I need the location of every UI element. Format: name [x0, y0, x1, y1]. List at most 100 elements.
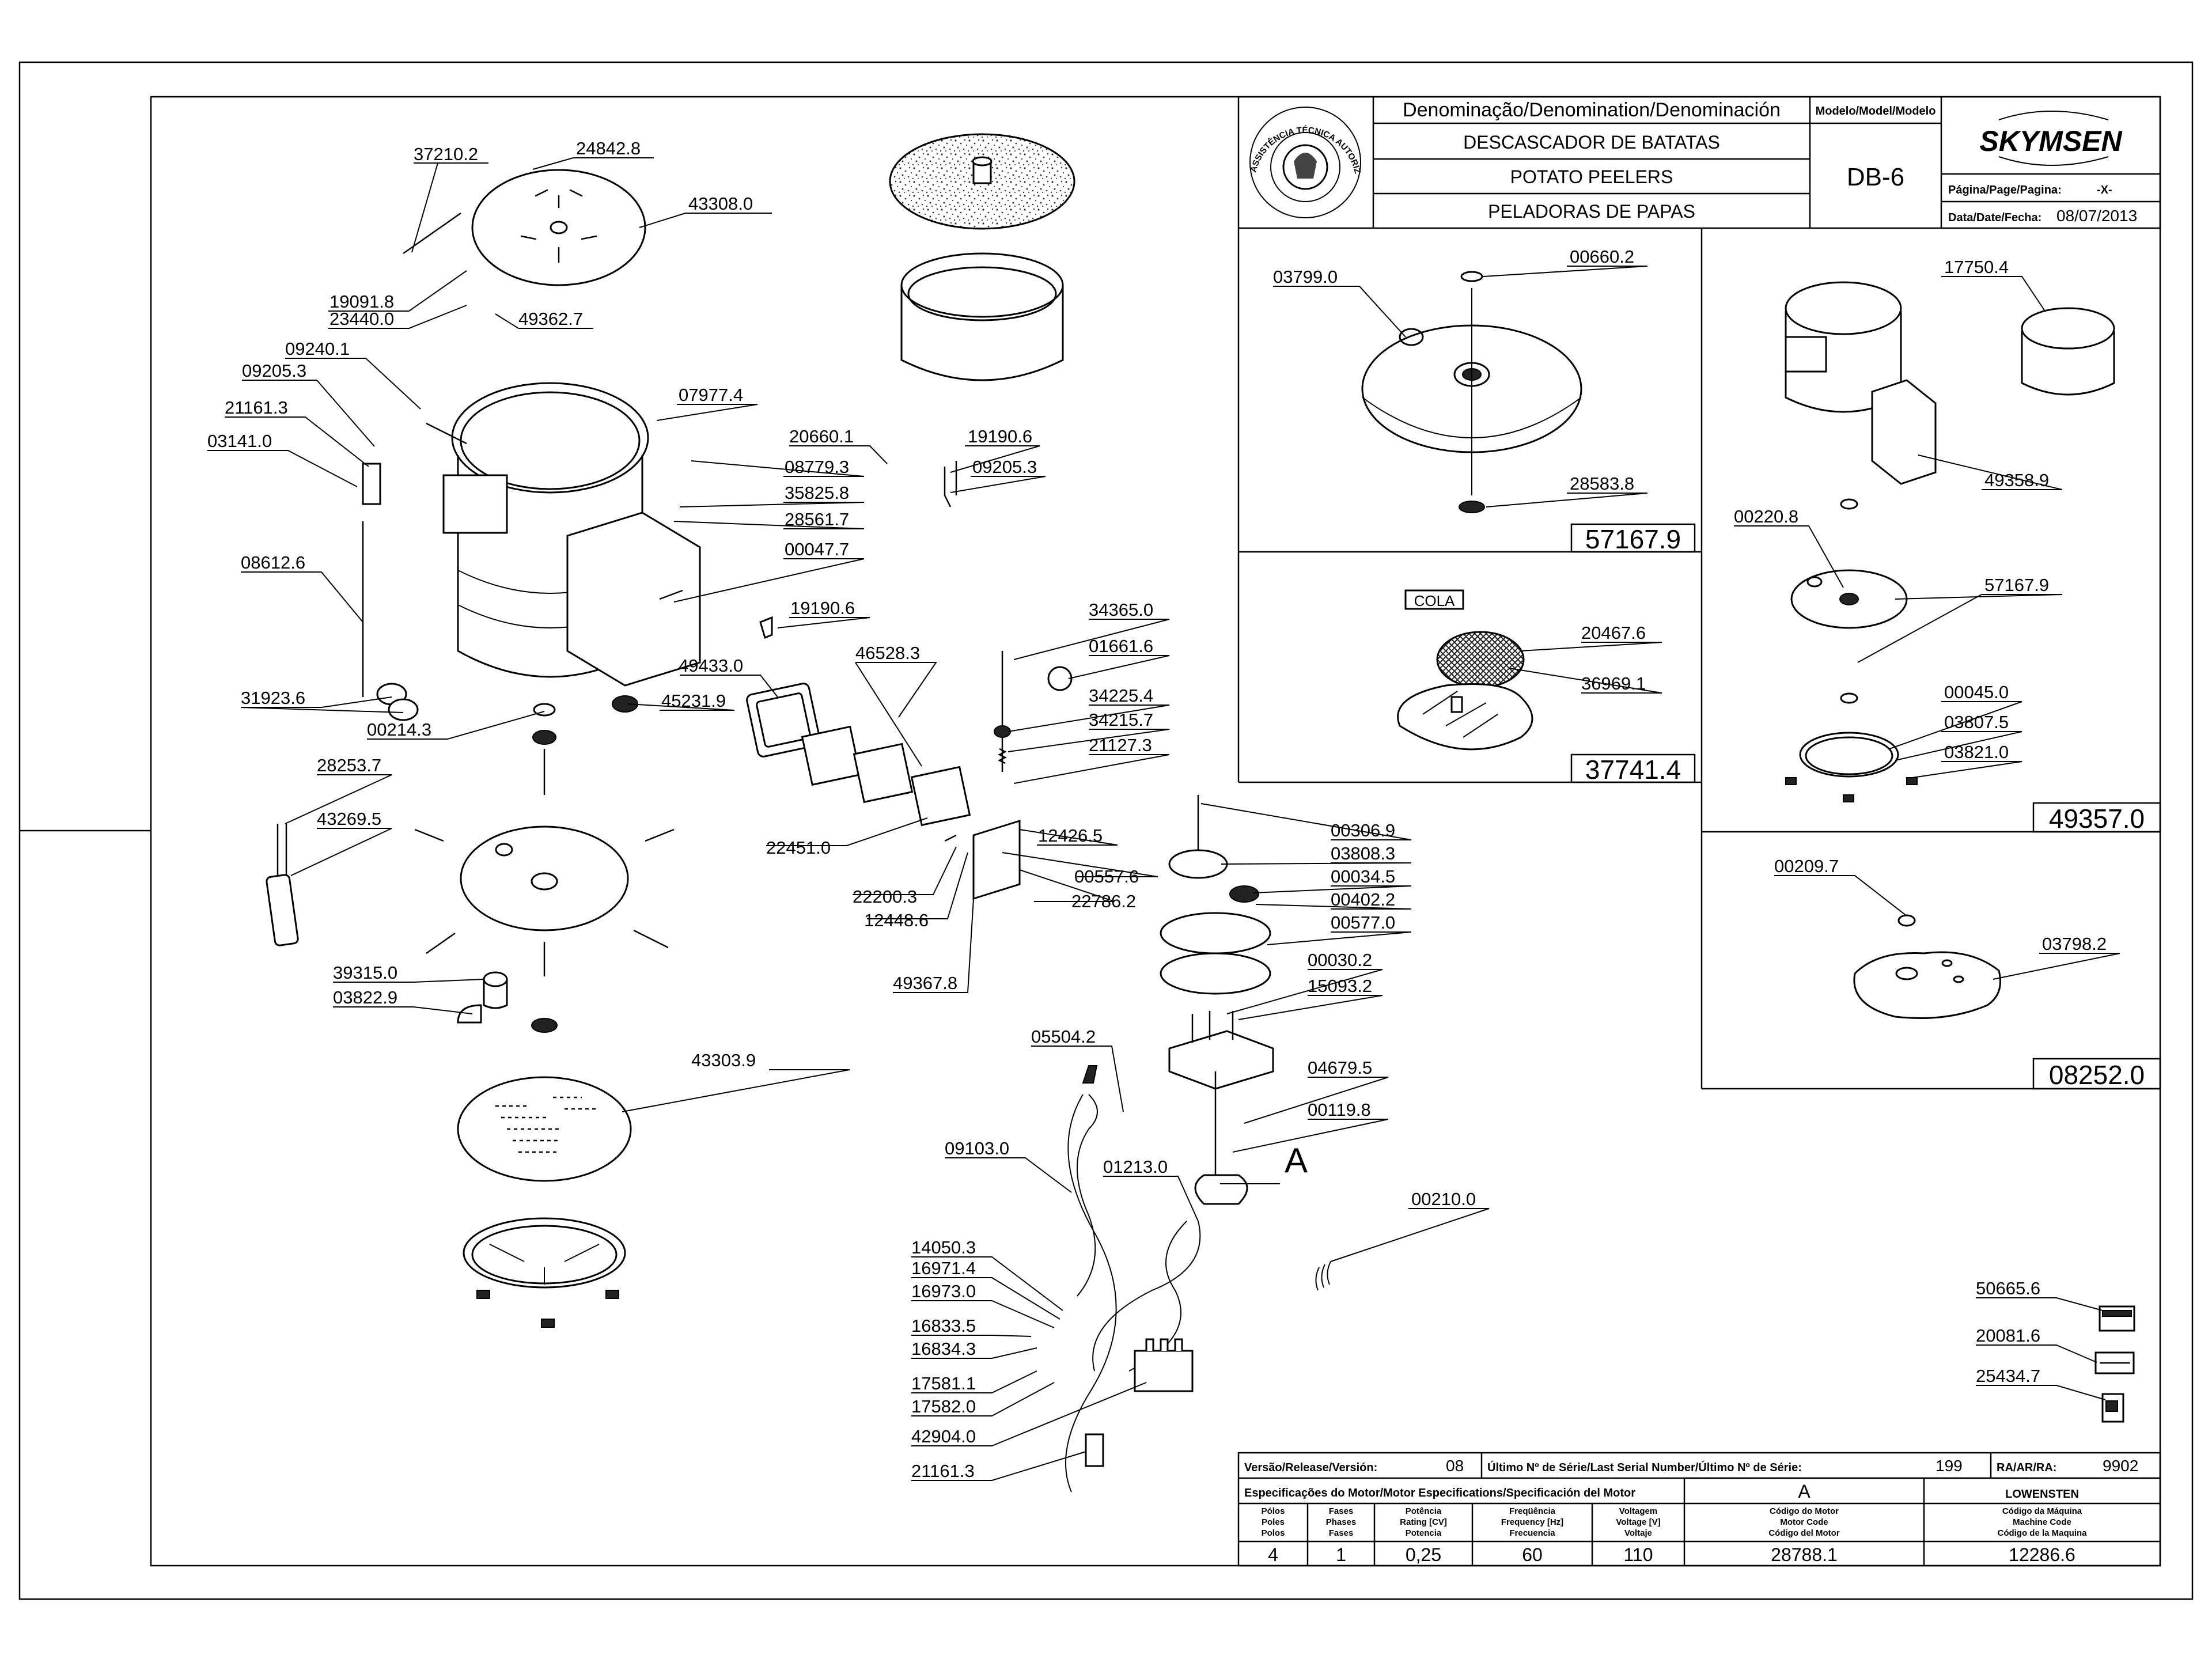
part-label: 08779.3 — [785, 457, 849, 477]
part-label: 17581.1 — [911, 1373, 976, 1393]
spec-col-voltage: Voltagem Voltage [V] Voltaje 110 — [1616, 1506, 1660, 1565]
title-block: ASSISTÊNCIA TÉCNICA AUTORIZADA Denominaç… — [0, 0, 2161, 229]
spec-col-frequency: Freqüência Frequency [Hz] Frecuencia 60 — [1501, 1506, 1563, 1565]
spec-col-poles: Pólos Poles Polos 4 — [1262, 1506, 1285, 1565]
part-label: 17582.0 — [911, 1396, 976, 1416]
part-label: 09240.1 — [285, 339, 350, 359]
part-label: 42904.0 — [911, 1426, 976, 1446]
part-label: 07977.4 — [679, 385, 743, 405]
part-label: 35825.8 — [785, 483, 849, 503]
part-label: 03808.3 — [1331, 843, 1395, 863]
part-label: 21161.3 — [911, 1461, 975, 1481]
svg-text:Potencia: Potencia — [1406, 1528, 1442, 1538]
part-label: 49367.8 — [893, 973, 957, 993]
part-label: 43308.0 — [688, 194, 753, 214]
part-label: 23440.0 — [329, 309, 394, 329]
svg-text:Potência: Potência — [1406, 1506, 1442, 1516]
guard-ring — [900, 252, 1064, 381]
svg-text:Voltagem: Voltagem — [1619, 1506, 1657, 1516]
brand-logo: SKYMSEN — [1979, 111, 2123, 166]
part-label: 24842.8 — [576, 138, 641, 158]
spec-motor-code-value: 28788.1 — [1771, 1544, 1838, 1565]
part-label: 49433.0 — [679, 656, 743, 676]
part-label: 00210.0 — [1411, 1189, 1476, 1209]
part-drawings: COLA — [266, 133, 2135, 1493]
part-labels: 37210.2 24842.8 43308.0 19091.8 23440.0 … — [207, 138, 2107, 1481]
part-label: 15093.2 — [1308, 976, 1372, 996]
part-label: 03822.9 — [333, 987, 397, 1007]
part-label: 57167.9 — [1984, 575, 2049, 595]
motor-spec-label: Especificações do Motor/Motor Especifica… — [1244, 1487, 1635, 1499]
box1-id: 57167.9 — [1585, 524, 1681, 554]
subassembly-frames: 57167.9 37741.4 49357.0 08252.0 — [1237, 228, 2161, 1090]
part-label: 36969.1 — [1581, 673, 1646, 694]
box2-id: 37741.4 — [1585, 755, 1681, 785]
part-label: 37210.2 — [414, 144, 478, 164]
part-label: 46528.3 — [855, 643, 920, 663]
page-value: -X- — [2097, 184, 2112, 196]
name-pt: DESCASCADOR DE BATATAS — [1463, 132, 1720, 153]
spec-frequency-value: 60 — [1522, 1544, 1543, 1565]
wiring-harness — [1065, 1065, 1201, 1493]
drain-hose — [362, 422, 467, 721]
bearing — [532, 703, 556, 795]
slotted-plate — [457, 1076, 632, 1182]
part-label: 00209.7 — [1774, 856, 1839, 876]
ra-value: 9902 — [2103, 1457, 2138, 1475]
side-bracket — [266, 824, 299, 946]
release-label: Versão/Release/Versión: — [1244, 1461, 1377, 1474]
svg-text:Frecuencia: Frecuencia — [1509, 1528, 1555, 1538]
part-label: 00045.0 — [1944, 682, 2009, 702]
box1-parts — [1361, 271, 1582, 513]
motor-brand: LOWENSTEN — [2005, 1488, 2079, 1501]
svg-text:Frequency [Hz]: Frequency [Hz] — [1501, 1517, 1563, 1527]
part-label: 21161.3 — [225, 397, 288, 418]
part-label: 28583.8 — [1570, 474, 1634, 494]
model-value: DB-6 — [1847, 163, 1904, 191]
part-label: 45231.9 — [661, 691, 726, 711]
name-es: PELADORAS DE PAPAS — [1488, 201, 1695, 222]
cable-strain — [1315, 1261, 1331, 1291]
part-label: 21127.3 — [1089, 735, 1152, 755]
part-label: 00034.5 — [1331, 866, 1395, 887]
part-label: 09103.0 — [945, 1138, 1009, 1158]
switch-lever — [944, 651, 1073, 900]
part-label: 20660.1 — [789, 426, 854, 446]
spec-phases-value: 1 — [1336, 1544, 1346, 1565]
svg-text:Voltage [V]: Voltage [V] — [1616, 1517, 1660, 1527]
part-label: 20081.6 — [1976, 1325, 2040, 1346]
part-label: 09205.3 — [972, 457, 1037, 477]
part-label: 01661.6 — [1089, 636, 1153, 656]
leader-lines — [207, 157, 2120, 1481]
part-label: 04679.5 — [1308, 1058, 1372, 1078]
spec-machine-code-value: 12286.6 — [2009, 1544, 2075, 1565]
part-label: 00557.6 — [1074, 866, 1139, 887]
spec-rating-value: 0,25 — [1406, 1544, 1441, 1565]
part-label: 03821.0 — [1944, 742, 2009, 762]
svg-text:Motor Code: Motor Code — [1780, 1517, 1828, 1527]
page-label: Página/Page/Pagina: — [1948, 184, 2062, 196]
part-label: 20467.6 — [1581, 623, 1646, 643]
motor-spec-block: Versão/Release/Versión: 08 Último Nº de … — [1237, 1452, 2161, 1567]
box4-id: 08252.0 — [2049, 1060, 2145, 1090]
part-label: 05504.2 — [1031, 1027, 1096, 1047]
part-label: 49362.7 — [518, 309, 583, 329]
box4-parts — [1853, 914, 2001, 1019]
part-label: 22786.2 — [1071, 891, 1136, 911]
part-label: 16833.5 — [911, 1316, 976, 1336]
stickers — [2094, 1305, 2135, 1423]
seal-text: ASSISTÊNCIA TÉCNICA AUTORIZADA — [0, 0, 1362, 175]
part-label: 03798.2 — [2042, 934, 2107, 954]
part-label: 08612.6 — [241, 552, 305, 573]
part-label: 14050.3 — [911, 1237, 976, 1257]
part-label: 49358.9 — [1984, 470, 2049, 490]
part-label: 12426.5 — [1038, 825, 1103, 846]
svg-text:Código do Motor: Código do Motor — [1770, 1506, 1839, 1516]
part-label: 31923.6 — [241, 688, 305, 708]
serial-value: 199 — [1936, 1457, 1963, 1475]
part-label: 00047.7 — [785, 539, 849, 559]
part-label: 00306.9 — [1331, 820, 1395, 840]
peeler-body — [442, 382, 701, 713]
assistencia-tecnica-seal: ASSISTÊNCIA TÉCNICA AUTORIZADA — [0, 0, 1362, 218]
part-label: 00030.2 — [1308, 950, 1372, 970]
